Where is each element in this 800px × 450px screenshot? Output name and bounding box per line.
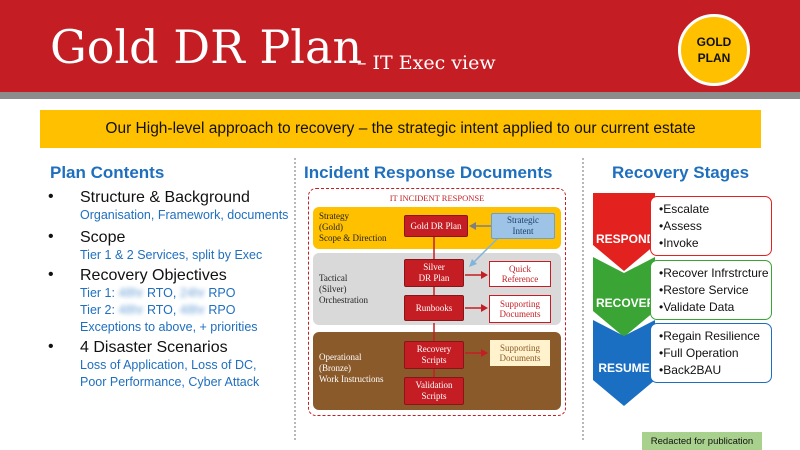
tier2-objectives: Tier 2: 48hr RTO, 48hr RPO bbox=[80, 302, 235, 319]
stage-action: •Validate Data bbox=[659, 300, 735, 314]
redaction-note: Redacted for publication bbox=[642, 432, 762, 450]
recovery-scripts-box: Recovery Scripts bbox=[404, 341, 464, 369]
respond-arrow bbox=[593, 193, 655, 271]
strategy-band-label: Strategy (Gold) Scope & Direction bbox=[319, 211, 387, 243]
stage-action: •Recover Infrstrcture bbox=[659, 266, 769, 280]
resume-actions: •Regain Resilience •Full Operation •Back… bbox=[650, 323, 772, 383]
stage-action: •Invoke bbox=[659, 236, 699, 250]
stage-action: •Assess bbox=[659, 219, 702, 233]
silver-dr-plan-box: Silver DR Plan bbox=[404, 259, 464, 287]
plan-item-detail-2: Poor Performance, Cyber Attack bbox=[80, 375, 260, 389]
tier2-rto-value: 48hr bbox=[118, 303, 144, 317]
plan-item-heading: Scope bbox=[80, 229, 126, 246]
recover-actions: •Recover Infrstrcture •Restore Service •… bbox=[650, 260, 772, 320]
bullet: • bbox=[48, 266, 54, 283]
tier1-objectives: Tier 1: 48hr RTO, 24hr RPO bbox=[80, 285, 235, 302]
page-title: Gold DR Plan bbox=[50, 20, 363, 74]
rto-label: RTO, bbox=[146, 303, 177, 317]
rpo-label: RPO bbox=[208, 286, 236, 300]
tier1-rto-value: 48hr bbox=[118, 286, 144, 300]
header-divider bbox=[0, 92, 800, 99]
badge-line-1: GOLD bbox=[696, 35, 732, 49]
stage-action: •Full Operation bbox=[659, 346, 739, 360]
plan-item-detail: Organisation, Framework, documents bbox=[80, 208, 289, 222]
rpo-label: RPO bbox=[208, 303, 236, 317]
stage-action: •Regain Resilience bbox=[659, 329, 760, 343]
tier2-rpo-value: 48hr bbox=[179, 303, 205, 317]
operational-band-label: Operational (Bronze) Work Instructions bbox=[319, 352, 384, 384]
resume-label: RESUME bbox=[598, 361, 650, 375]
gold-dr-plan-box: Gold DR Plan bbox=[404, 215, 468, 237]
objectives-exceptions: Exceptions to above, + priorities bbox=[80, 320, 258, 334]
bullet: • bbox=[48, 228, 54, 245]
diagram-title: IT INCIDENT RESPONSE bbox=[389, 193, 485, 203]
plan-item-detail: Loss of Application, Loss of DC, bbox=[80, 358, 257, 372]
strategy-banner: Our High-level approach to recovery – th… bbox=[40, 110, 761, 148]
gold-plan-badge: GOLD PLAN bbox=[678, 14, 750, 86]
incident-response-diagram: IT INCIDENT RESPONSE Strategy (Gold) Sco… bbox=[308, 188, 566, 416]
plan-item-heading: Structure & Background bbox=[80, 189, 250, 206]
stage-action: •Back2BAU bbox=[659, 363, 722, 377]
tier1-rpo-value: 24hr bbox=[179, 286, 205, 300]
diagram-connectors bbox=[433, 222, 500, 377]
validation-scripts-box: Validation Scripts bbox=[404, 377, 464, 405]
strategic-intent-box: Strategic Intent bbox=[491, 213, 555, 239]
stage-action: •Restore Service bbox=[659, 283, 749, 297]
bullet: • bbox=[48, 188, 54, 205]
supporting-documents-box: Supporting Documents bbox=[489, 295, 551, 323]
tactical-band-label: Tactical (Silver) Orchestration bbox=[319, 273, 368, 305]
incident-response-title: Incident Response Documents bbox=[304, 163, 553, 182]
page-subtitle: – IT Exec view bbox=[357, 52, 496, 74]
recovery-stages-title: Recovery Stages bbox=[612, 163, 750, 182]
plan-item-heading: 4 Disaster Scenarios bbox=[80, 339, 228, 356]
recover-label: RECOVER bbox=[596, 296, 656, 310]
plan-item-detail: Tier 1 & 2 Services, split by Exec bbox=[80, 248, 263, 262]
tier1-label: Tier 1: bbox=[80, 286, 115, 300]
plan-item-heading: Recovery Objectives bbox=[80, 267, 227, 284]
supporting-documents-box: Supporting Documents bbox=[489, 339, 551, 367]
plan-contents-title: Plan Contents bbox=[50, 163, 165, 182]
respond-actions: •Escalate •Assess •Invoke bbox=[650, 196, 772, 256]
title-bar: Gold DR Plan – IT Exec view GOLD PLAN bbox=[0, 0, 800, 92]
quick-reference-box: Quick Reference bbox=[489, 261, 551, 287]
bullet: • bbox=[48, 338, 54, 355]
column-divider-right bbox=[582, 158, 584, 440]
badge-line-2: PLAN bbox=[697, 51, 731, 65]
respond-label: RESPOND bbox=[596, 232, 656, 246]
tier2-label: Tier 2: bbox=[80, 303, 115, 317]
rto-label: RTO, bbox=[146, 286, 177, 300]
recover-arrow bbox=[593, 257, 655, 337]
column-divider-left bbox=[294, 158, 296, 440]
resume-arrow bbox=[593, 320, 655, 406]
runbooks-box: Runbooks bbox=[404, 295, 464, 321]
stage-action: •Escalate bbox=[659, 202, 710, 216]
